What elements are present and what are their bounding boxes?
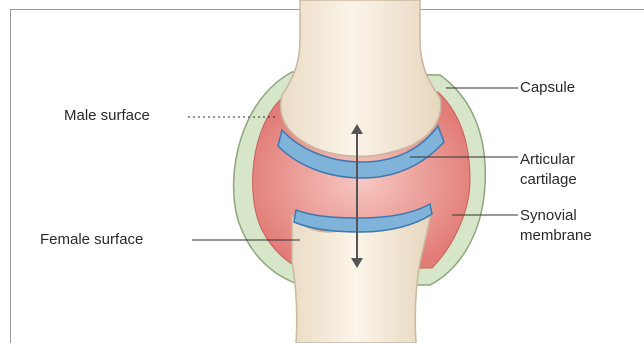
articular-cartilage-label-line1: Articular (520, 150, 575, 169)
synovial-membrane-label-line1: Synovial (520, 206, 577, 225)
articular-cartilage-label-line2: cartilage (520, 170, 577, 189)
synovial-membrane-label-line2: membrane (520, 226, 592, 245)
male-surface-label: Male surface (64, 106, 150, 125)
capsule-label: Capsule (520, 78, 575, 97)
female-surface-label: Female surface (40, 230, 143, 249)
